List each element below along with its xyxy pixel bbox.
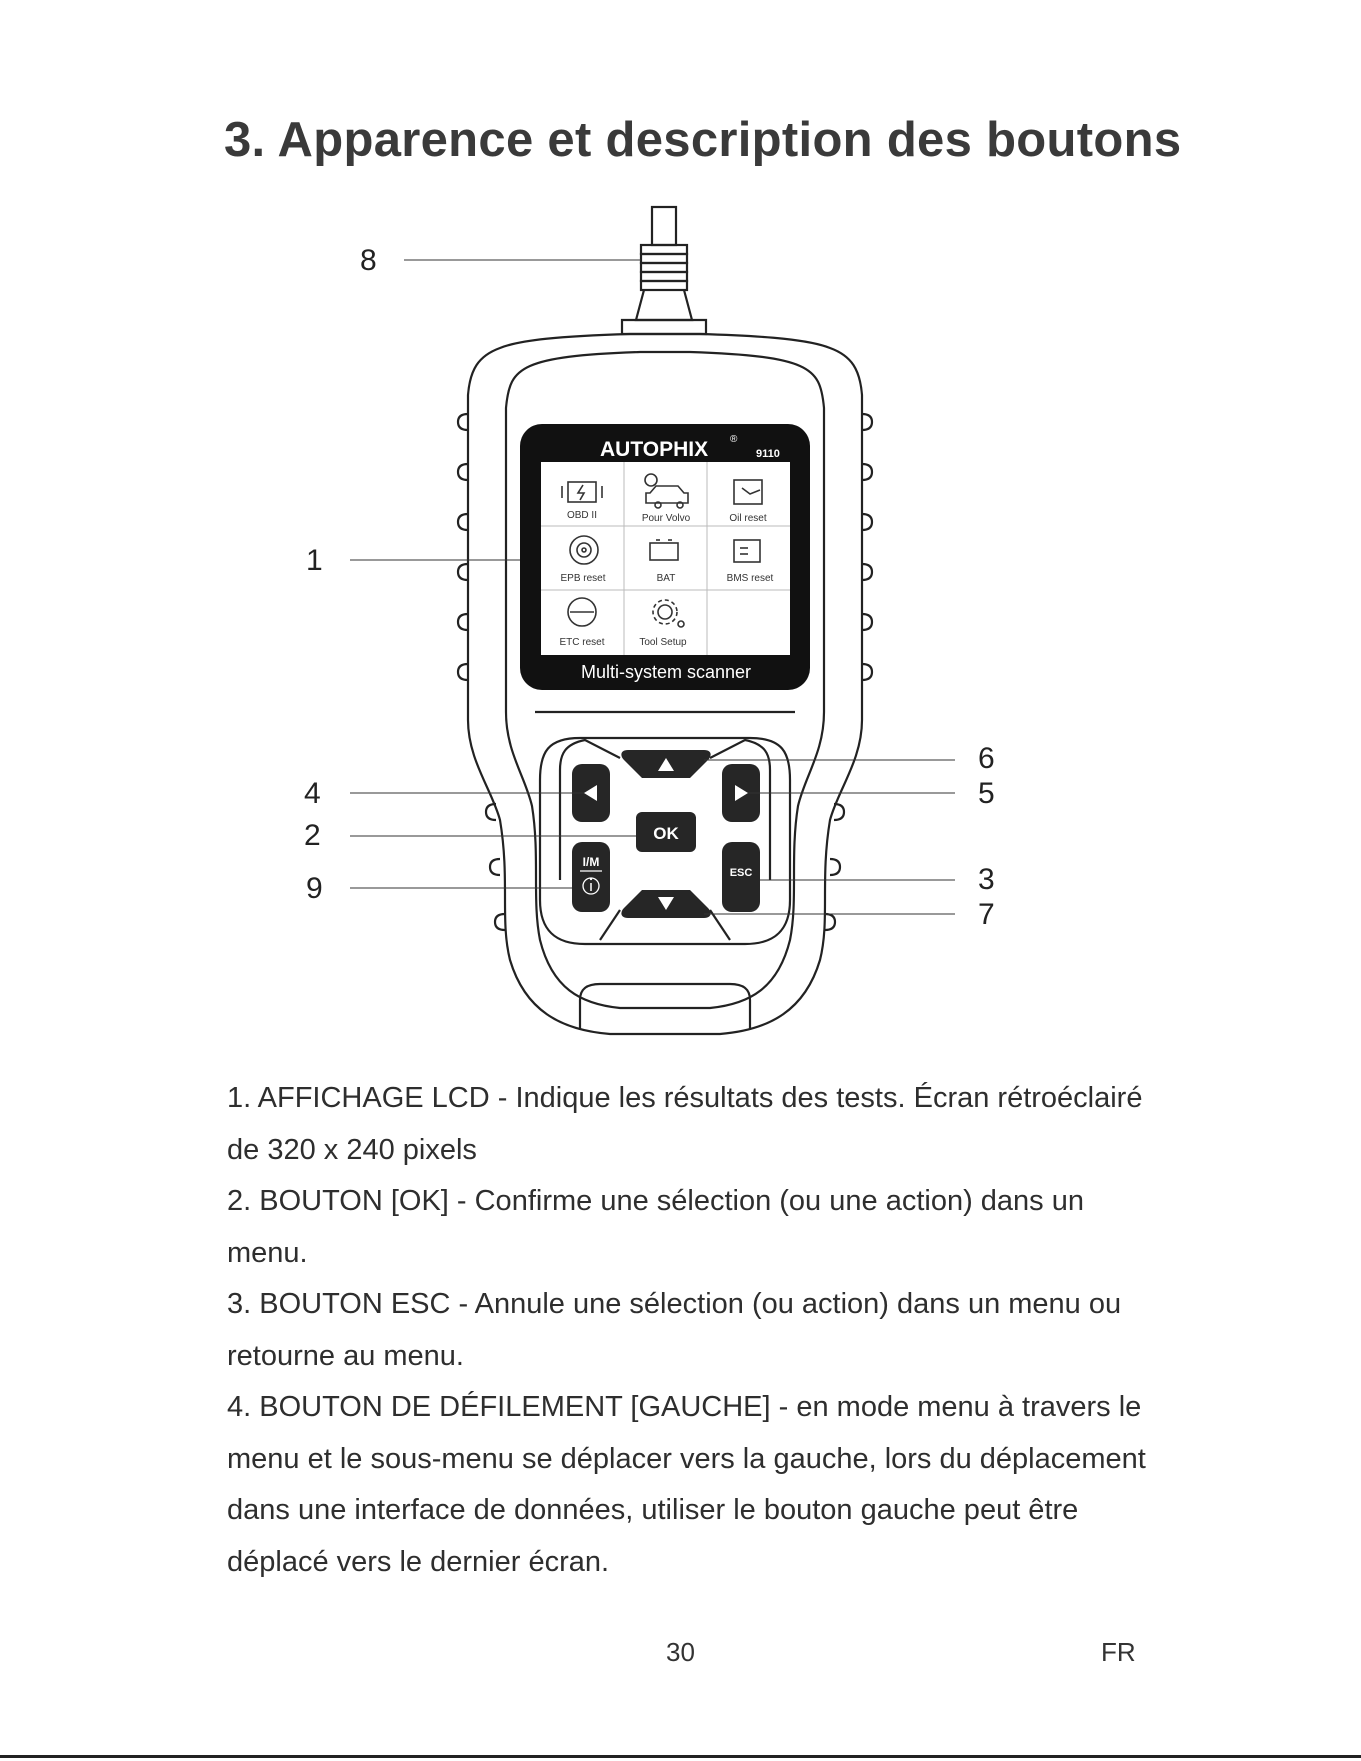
menu-label-etc: ETC reset bbox=[559, 637, 604, 648]
battery-icon bbox=[649, 539, 679, 561]
keypad-outline bbox=[538, 736, 792, 946]
up-arrow-icon bbox=[658, 758, 674, 771]
callout-7: 7 bbox=[978, 898, 995, 931]
description-esc: 3. BOUTON ESC - Annule une sélection (ou… bbox=[227, 1288, 1122, 1372]
description-lcd: 1. AFFICHAGE LCD - Indique les résultats… bbox=[227, 1082, 1143, 1166]
screen-footer-label: Multi-system scanner bbox=[581, 662, 751, 682]
callout-4: 4 bbox=[304, 777, 321, 810]
esc-button[interactable] bbox=[722, 842, 760, 912]
down-arrow-icon bbox=[658, 897, 674, 910]
brand-mark: ® bbox=[730, 434, 738, 445]
ok-key-label: OK bbox=[653, 824, 679, 843]
car-icon bbox=[644, 473, 689, 509]
cable-connector bbox=[620, 205, 708, 336]
gear-icon bbox=[652, 599, 685, 628]
device-inner-outline bbox=[504, 350, 826, 1010]
im-button[interactable] bbox=[572, 842, 610, 912]
page-title: 3. Apparence et description des boutons bbox=[224, 113, 1182, 167]
right-arrow-icon bbox=[735, 785, 748, 801]
menu-label-bat: BAT bbox=[657, 573, 676, 584]
model-label: 9110 bbox=[756, 448, 780, 460]
button-descriptions: 1. AFFICHAGE LCD - Indique les résultats… bbox=[227, 1073, 1157, 1588]
menu-label-volvo: Pour Volvo bbox=[642, 513, 691, 524]
left-arrow-icon bbox=[584, 785, 597, 801]
callout-1: 1 bbox=[306, 544, 323, 577]
bms-icon bbox=[733, 539, 761, 563]
im-key-label: I/M bbox=[583, 855, 600, 869]
callout-3: 3 bbox=[978, 863, 995, 896]
description-ok: 2. BOUTON [OK] - Confirme une sélection … bbox=[227, 1185, 1084, 1269]
side-grips-left bbox=[456, 412, 506, 932]
callout-8: 8 bbox=[360, 244, 377, 277]
oil-can-icon bbox=[733, 479, 763, 505]
menu-label-setup: Tool Setup bbox=[639, 637, 687, 648]
callout-2: 2 bbox=[304, 819, 321, 852]
callout-9: 9 bbox=[306, 872, 323, 905]
bottom-rule bbox=[0, 1755, 1361, 1758]
description-left: 4. BOUTON DE DÉFILEMENT [GAUCHE] - en mo… bbox=[227, 1391, 1146, 1578]
language-code: FR bbox=[1101, 1637, 1136, 1667]
menu-label-oil: Oil reset bbox=[729, 513, 766, 524]
menu-label-bms: BMS reset bbox=[727, 573, 774, 584]
throttle-icon bbox=[567, 597, 597, 627]
menu-label-epb: EPB reset bbox=[560, 573, 605, 584]
ok-button[interactable] bbox=[636, 812, 696, 852]
device-diagram: AUTOPHIX ® 9110 Multi-system scanner bbox=[304, 205, 995, 1036]
side-grips-right bbox=[824, 412, 874, 932]
brand-label: AUTOPHIX bbox=[600, 438, 708, 461]
menu-label-obd: OBD II bbox=[567, 510, 597, 521]
device-body-outline bbox=[466, 332, 864, 1036]
page-number: 30 bbox=[666, 1637, 695, 1667]
callout-5: 5 bbox=[978, 777, 995, 810]
engine-icon bbox=[561, 481, 603, 503]
callout-6: 6 bbox=[978, 742, 995, 775]
esc-key-label: ESC bbox=[730, 867, 753, 879]
brake-disc-icon bbox=[569, 535, 599, 565]
handle-slot bbox=[578, 982, 752, 1030]
